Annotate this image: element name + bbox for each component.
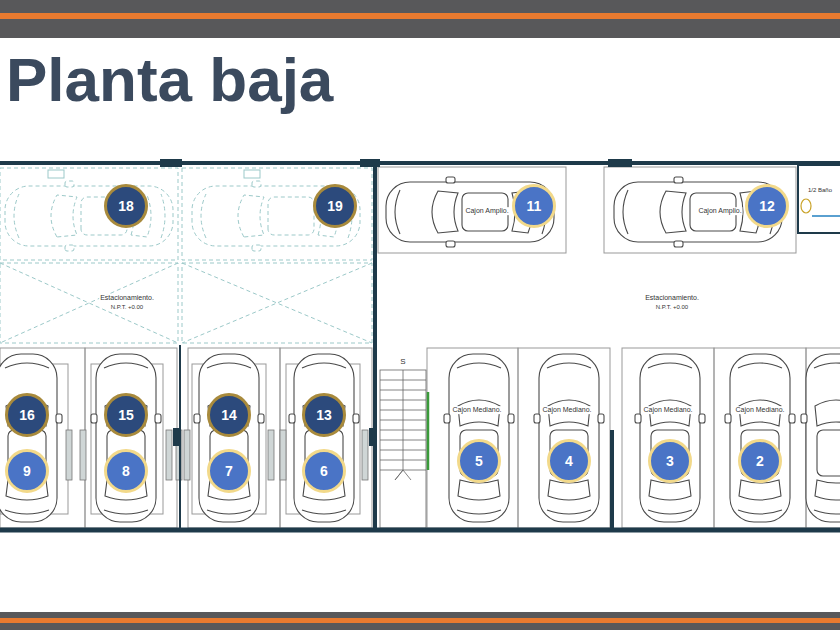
- header-bar: [0, 0, 840, 13]
- callout-number: 16: [19, 408, 35, 422]
- header-bar: [0, 19, 840, 38]
- car-drawings: [0, 354, 840, 522]
- plan-label: S: [399, 358, 406, 367]
- car-drawings: [386, 177, 782, 247]
- page-title: Planta baja: [6, 46, 333, 114]
- callout-number: 4: [565, 454, 573, 468]
- stall-lines: [0, 348, 840, 528]
- plan-label: Cajon Mediano.: [642, 406, 693, 414]
- spot-number: 7: [207, 449, 251, 493]
- callout-number: 7: [225, 464, 233, 478]
- callout-number: 19: [327, 199, 343, 213]
- callout-number: 14: [221, 408, 237, 422]
- ghost-marks: [48, 170, 260, 178]
- spot-number: 15: [104, 393, 148, 437]
- plan-label: Cajon Mediano.: [541, 406, 592, 414]
- callout-number: 5: [475, 454, 483, 468]
- spot-number: 5: [457, 439, 501, 483]
- spot-number: 3: [648, 439, 692, 483]
- plan-label: Estacionamiento.: [644, 294, 700, 302]
- footer-stripe: [0, 618, 840, 623]
- callout-number: 15: [118, 408, 134, 422]
- callout-number: 11: [527, 199, 542, 213]
- spot-number: 9: [5, 449, 49, 493]
- stall-lines: [378, 167, 796, 253]
- spot-number: 11: [512, 184, 556, 228]
- callout-number: 2: [756, 454, 764, 468]
- callout-number: 18: [118, 199, 134, 213]
- callout-number: 3: [666, 454, 674, 468]
- plan-label: 1/2 Baño: [807, 187, 833, 194]
- header-stripe: [0, 13, 840, 19]
- spot-number: 2: [738, 439, 782, 483]
- callout-number: 13: [316, 408, 332, 422]
- plan-label: Cajon Mediano.: [451, 406, 502, 414]
- spot-number: 18: [104, 184, 148, 228]
- walls: [0, 163, 840, 530]
- spot-number: 19: [313, 184, 357, 228]
- plan-label: Estacionamiento.: [99, 294, 155, 302]
- callout-number: 9: [23, 464, 31, 478]
- spot-number: 6: [302, 449, 346, 493]
- footer-bar: [0, 612, 840, 618]
- plan-label: Cajon Amplio.: [697, 207, 742, 215]
- ghost-cars: [5, 181, 360, 251]
- plan-label: Cajon Mediano.: [734, 406, 785, 414]
- plan-label: N.P.T. +0.00: [655, 304, 689, 311]
- spot-number: 12: [745, 184, 789, 228]
- plan-label: N.P.T. +0.00: [110, 304, 144, 311]
- callout-number: 12: [759, 199, 775, 213]
- callout-number: 6: [320, 464, 328, 478]
- bathroom: [798, 165, 840, 233]
- spot-number: 14: [207, 393, 251, 437]
- stairs: [380, 370, 428, 528]
- spot-number: 16: [5, 393, 49, 437]
- ghost-stalls: [0, 168, 372, 343]
- spot-number: 13: [302, 393, 346, 437]
- plan-label: Cajon Amplio.: [464, 207, 509, 215]
- spot-number: 8: [104, 449, 148, 493]
- footer-bar: [0, 623, 840, 630]
- spot-number: 4: [547, 439, 591, 483]
- callout-number: 8: [122, 464, 130, 478]
